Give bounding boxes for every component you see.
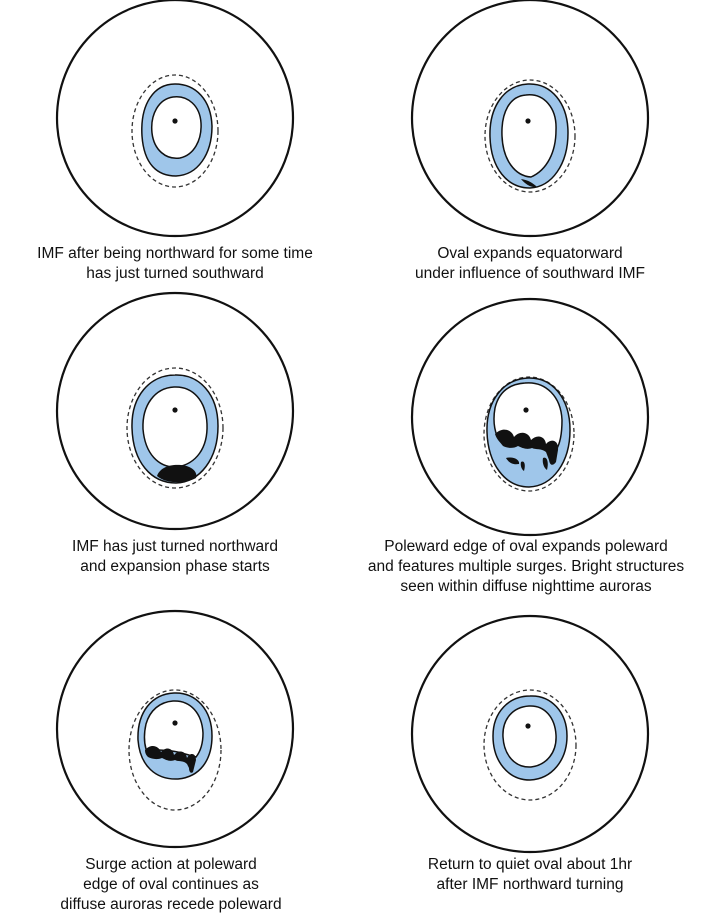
caption-line: Poleward edge of oval expands poleward: [384, 538, 668, 555]
caption-line: IMF has just turned northward: [72, 538, 278, 555]
caption-line: and features multiple surges. Bright str…: [367, 558, 685, 575]
dashed-boundary: [483, 689, 577, 801]
magnetic-pole: [172, 118, 178, 124]
caption-panel-5: Surge action at poleward edge of oval co…: [0, 855, 351, 915]
globe-outline: [55, 0, 295, 238]
globe-outline: [55, 291, 295, 531]
caption-line: Oval expands equatorward: [437, 245, 623, 262]
caption-line: seen within diffuse nighttime auroras: [400, 578, 652, 595]
caption-line: under influence of southward IMF: [414, 265, 646, 282]
aurora-bright-structures: [506, 457, 548, 471]
panel-4: [410, 297, 650, 537]
panel-3: [55, 291, 295, 531]
magnetic-pole: [172, 407, 178, 413]
dashed-boundary: [484, 79, 576, 193]
dashed-boundary: [128, 689, 222, 811]
magnetic-pole: [525, 118, 531, 124]
caption-line: Surge action at poleward: [85, 856, 257, 873]
globe-outline: [410, 614, 650, 854]
panel-6: [410, 614, 650, 854]
caption-panel-1: IMF after being northward for some time …: [0, 244, 355, 284]
magnetic-pole: [523, 407, 529, 413]
magnetic-pole: [525, 723, 531, 729]
polar-cap: [501, 94, 557, 178]
magnetic-pole: [172, 720, 178, 726]
polar-cap: [142, 386, 208, 468]
caption-panel-6: Return to quiet oval about 1hr after IMF…: [350, 855, 710, 895]
dashed-boundary: [483, 376, 575, 492]
caption-line: edge of oval continues as: [83, 876, 259, 893]
panel-2: [410, 0, 650, 238]
caption-line: has just turned southward: [86, 265, 264, 282]
caption-line: Return to quiet oval about 1hr: [427, 856, 633, 873]
caption-line: after IMF northward turning: [436, 876, 624, 893]
polar-cap: [151, 96, 202, 159]
aurora-bulge: [157, 464, 197, 483]
polar-cap: [502, 705, 557, 768]
aurora-surge: [521, 179, 537, 188]
globe-outline: [410, 0, 650, 238]
caption-line: diffuse auroras recede poleward: [60, 896, 282, 913]
dashed-boundary: [131, 74, 219, 188]
aurora-surges: [145, 745, 196, 773]
globe-outline: [55, 609, 295, 849]
panel-5: [55, 609, 295, 849]
caption-line: IMF after being northward for some time: [37, 245, 313, 262]
dashed-boundary: [126, 367, 224, 489]
caption-line: and expansion phase starts: [80, 558, 270, 575]
panel-1: [55, 0, 295, 238]
caption-panel-2: Oval expands equatorward under influence…: [350, 244, 710, 284]
globe-outline: [410, 297, 650, 537]
aurora-surges: [495, 429, 559, 465]
caption-panel-3: IMF has just turned northward and expans…: [0, 537, 355, 577]
caption-panel-4: Poleward edge of oval expands poleward a…: [346, 537, 706, 597]
